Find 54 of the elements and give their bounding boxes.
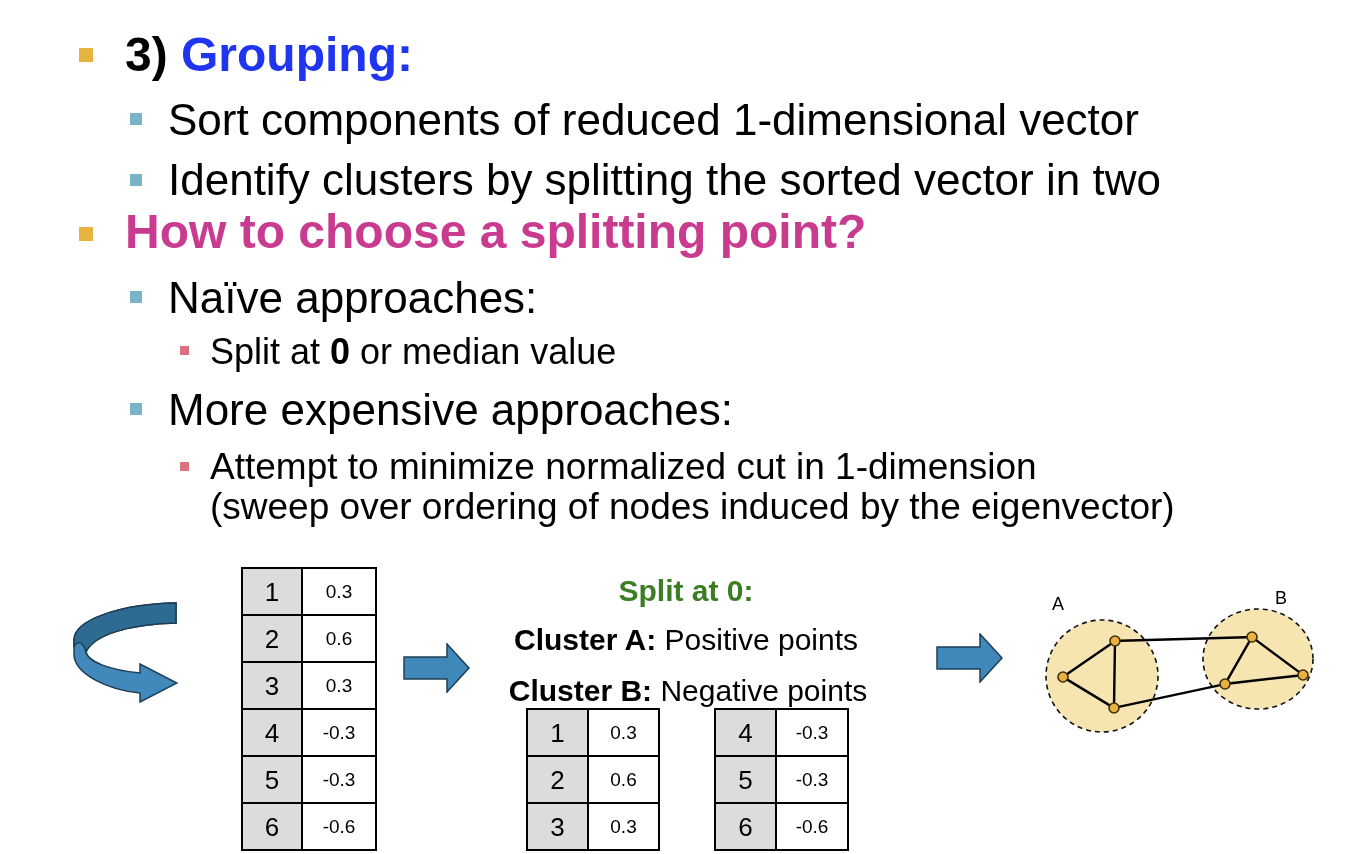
- bullet-text: Naïve approaches:: [168, 272, 538, 324]
- vertex-dot: [1057, 671, 1069, 683]
- table-cell: 2: [242, 615, 302, 662]
- heading-number: 3): [125, 27, 168, 83]
- cluster-description: Cluster B: Negative points: [508, 673, 868, 709]
- table-cell: 0.3: [302, 662, 376, 709]
- table-cell: 0.6: [302, 615, 376, 662]
- heading-text: Grouping:: [181, 27, 413, 83]
- graph-edge: [1255, 639, 1300, 673]
- cluster-label: B: [1275, 588, 1287, 610]
- vertex-dot: [1297, 669, 1309, 681]
- bullet-text: More expensive approaches:: [168, 384, 733, 436]
- table-cell: -0.3: [776, 709, 848, 756]
- cluster-description: Cluster A: Positive points: [514, 622, 858, 658]
- table-cell: -0.3: [776, 756, 848, 803]
- cluster-label: A: [1052, 594, 1064, 616]
- graph-edge: [1118, 684, 1221, 708]
- table-cell: 4: [242, 709, 302, 756]
- sub-bullet-text: Attempt to minimize normalized cut in 1-dimension (sweep over ordering of nodes induced by the eigenvector): [210, 447, 1175, 527]
- graph-edge: [1066, 643, 1112, 675]
- vertex-dot: [1246, 631, 1258, 643]
- graph-edge: [1066, 678, 1111, 707]
- table-cell: 3: [527, 803, 588, 850]
- graph-edge: [1229, 674, 1299, 685]
- sub-bullet-text: Split at 0 or median value: [210, 330, 617, 374]
- table-cell: 4: [715, 709, 776, 756]
- split-heading: Split at 0:: [618, 573, 754, 609]
- table-cell: 1: [242, 568, 302, 615]
- bullet-text: Sort components of reduced 1-dimensional vector: [168, 94, 1139, 146]
- vertex-dot: [1109, 635, 1121, 647]
- table-cell: 5: [715, 756, 776, 803]
- vertex-dot: [1219, 678, 1231, 690]
- cluster-region: [1201, 588, 1317, 712]
- table-cell: -0.6: [776, 803, 848, 850]
- graph-edge: [1119, 636, 1248, 642]
- table-cell: -0.3: [302, 756, 376, 803]
- table-cell: 5: [242, 756, 302, 803]
- table-cell: -0.6: [302, 803, 376, 850]
- graph-edge: [1226, 641, 1251, 680]
- table-cell: 0.6: [588, 756, 659, 803]
- table-cell: 6: [242, 803, 302, 850]
- heading-text: How to choose a splitting point?: [125, 204, 867, 260]
- table-cell: -0.3: [302, 709, 376, 756]
- table-cell: 0.3: [588, 803, 659, 850]
- table-cell: 1: [527, 709, 588, 756]
- table-cell: 0.3: [588, 709, 659, 756]
- table-cell: 6: [715, 803, 776, 850]
- vertex-dot: [1108, 702, 1120, 714]
- table-cell: 3: [242, 662, 302, 709]
- table-cell: 0.3: [302, 568, 376, 615]
- bullet-text: Identify clusters by splitting the sorted vector in two: [168, 154, 1161, 206]
- cluster-region: [1045, 594, 1161, 734]
- table-cell: 2: [527, 756, 588, 803]
- graph-edge: [1112, 645, 1117, 704]
